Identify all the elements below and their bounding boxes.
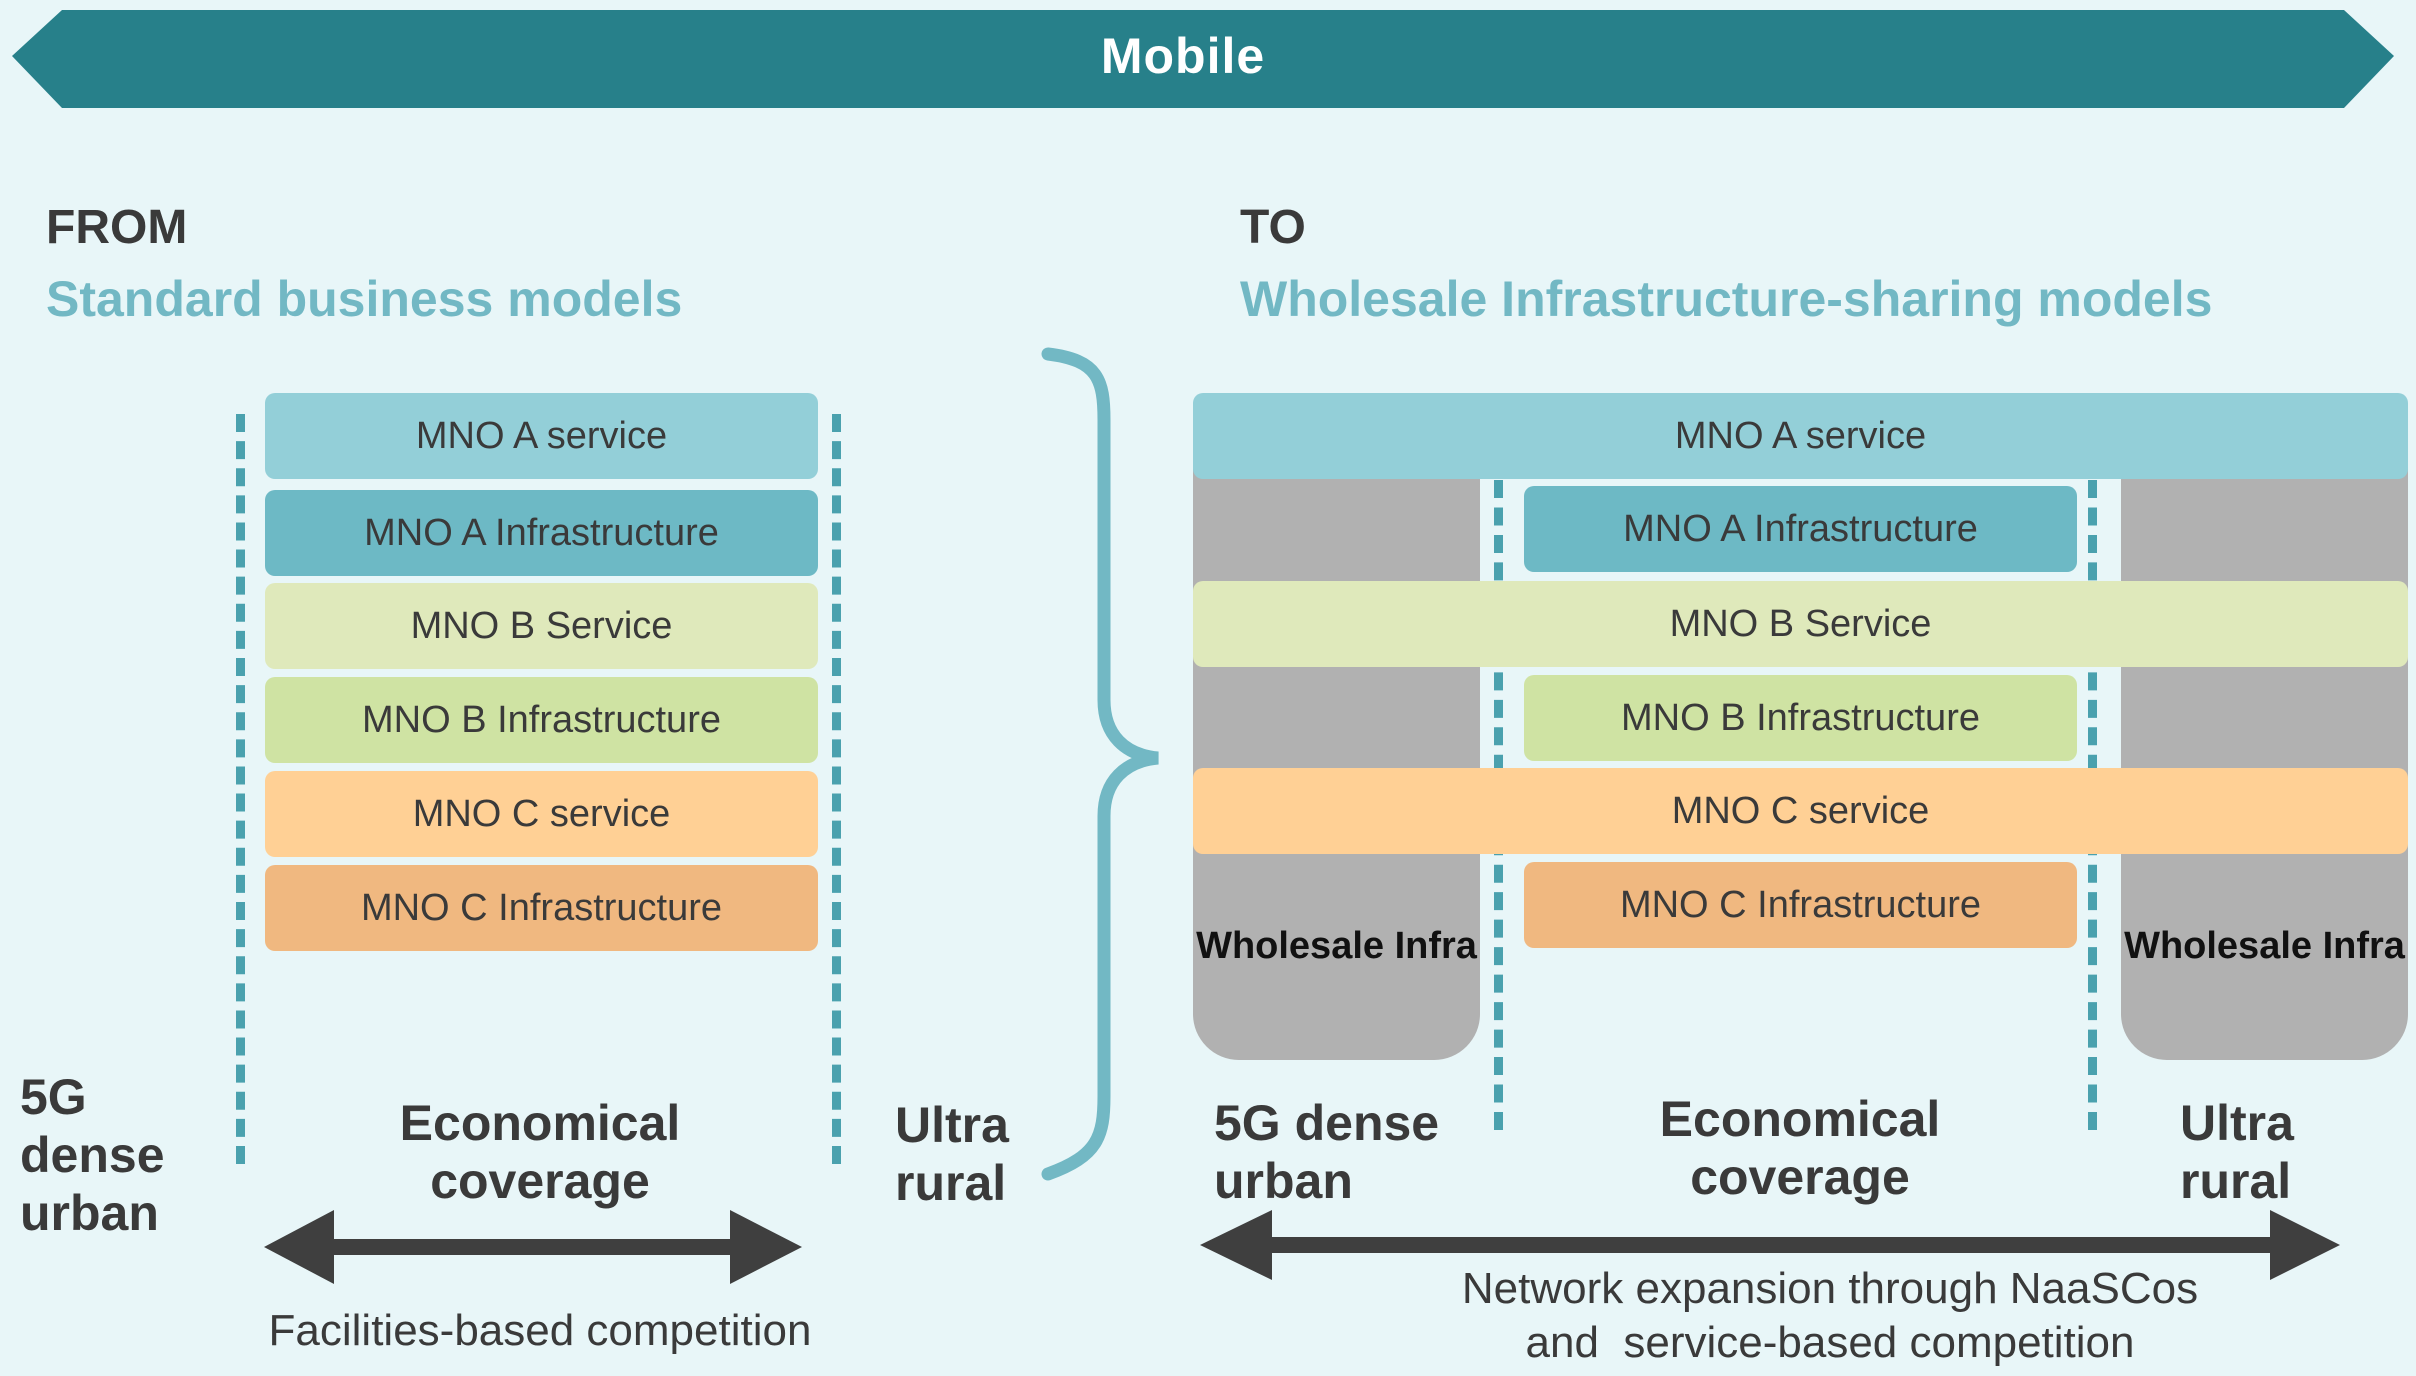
from-mno-c-service: MNO C service [265,771,818,857]
left-arrow [264,1210,802,1284]
banner-title: Mobile [1100,28,1266,84]
from-mno-b-infrastructure: MNO B Infrastructure [265,677,818,763]
from-mno-a-infrastructure: MNO A Infrastructure [265,490,818,576]
wholesale-infra-right-block [2121,440,2408,1060]
from-mno-a-service: MNO A service [265,393,818,479]
curly-brace [1041,347,1159,1181]
from-right-dashed-line [832,414,841,1164]
to-mno-b-infrastructure: MNO B Infrastructure [1524,675,2077,761]
to-mno-c-infrastructure: MNO C Infrastructure [1524,862,2077,948]
from-caption: Facilities-based competition [268,1306,812,1355]
from-mno-c-infrastructure: MNO C Infrastructure [265,865,818,951]
banner-shape [12,10,2394,108]
to-mno-b-service: MNO B Service [1193,581,2408,667]
to-label-ultra-rural: Ultra rural [2180,1095,2294,1209]
to-label-economical-coverage: Economical coverage [1659,1091,1941,1205]
from-label-economical-coverage: Economical coverage [399,1095,681,1209]
from-mno-b-service: MNO B Service [265,583,818,669]
to-caption-line1: Network expansion through NaaSCos [1461,1264,2199,1313]
to-label-5g-dense-urban: 5G dense urban [1214,1095,1440,1209]
from-left-dashed-line [236,414,245,1164]
to-mno-a-infrastructure: MNO A Infrastructure [1524,486,2077,572]
to-subheading: Wholesale Infrastructure-sharing models [1240,271,2213,327]
to-heading: TO [1240,201,1306,254]
to-mno-c-service: MNO C service [1193,768,2408,854]
to-mno-a-service: MNO A service [1193,393,2408,479]
from-label-ultra-rural: Ultra rural [895,1097,1009,1211]
from-heading: FROM [46,201,188,254]
to-caption-line2: and service-based competition [1525,1318,2135,1367]
from-label-5g-dense-urban: 5G dense urban [20,1069,165,1241]
wholesale-infra-left-label: Wholesale Infra [1196,925,1477,967]
wholesale-infra-left-block [1193,440,1480,1060]
right-arrow [1200,1210,2340,1280]
from-subheading: Standard business models [46,271,683,327]
wholesale-infra-right-label: Wholesale Infra [2124,925,2405,967]
